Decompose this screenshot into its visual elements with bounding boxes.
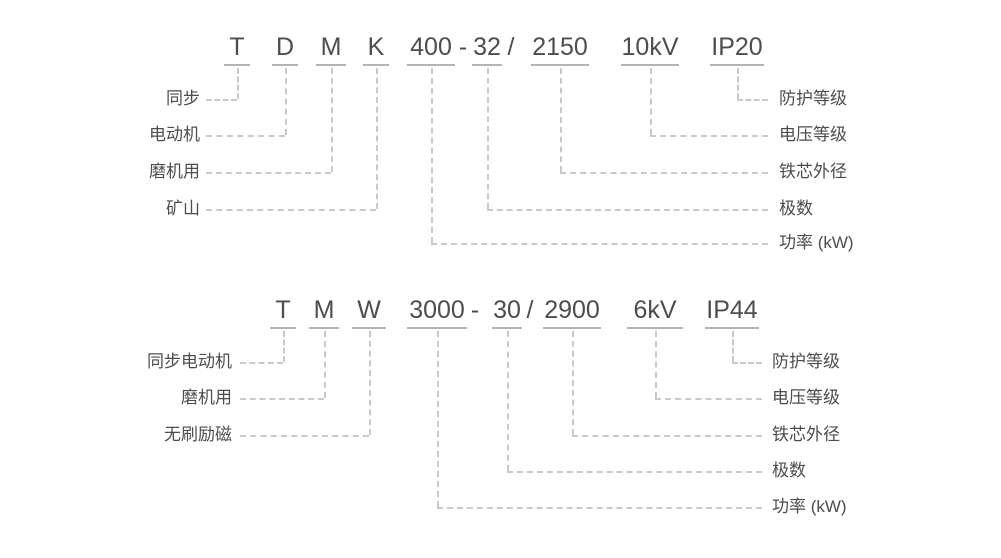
code-token-hyphen: - xyxy=(470,296,480,324)
connector-h-synchronous-motor xyxy=(240,362,283,364)
code-token-T: T xyxy=(229,33,245,61)
label-power-kw: 功率 (kW) xyxy=(779,233,854,252)
connector-h-motor xyxy=(206,135,285,137)
underline-voltage xyxy=(627,327,683,329)
connector-h-mill-use xyxy=(206,172,331,174)
label-pole-count: 极数 xyxy=(772,461,806,480)
underline-power xyxy=(407,327,467,329)
underline-D xyxy=(272,64,298,66)
connector-h-brushless-excitation xyxy=(240,435,369,437)
underline-W xyxy=(352,327,386,329)
connector-v-K xyxy=(376,68,378,209)
label-power-kw: 功率 (kW) xyxy=(772,497,847,516)
code-token-ip: IP44 xyxy=(706,296,758,324)
connector-h-power-kw xyxy=(431,243,768,245)
connector-v-W xyxy=(369,331,371,435)
code-token-power: 400 xyxy=(410,33,452,61)
code-token-K: K xyxy=(367,33,385,61)
connector-h-protection-class xyxy=(737,99,768,101)
code-token-D: D xyxy=(275,33,295,61)
connector-h-synchronous xyxy=(206,99,237,101)
connector-h-protection-class xyxy=(732,362,762,364)
underline-ip xyxy=(705,327,759,329)
connector-h-voltage-class xyxy=(650,135,768,137)
connector-h-voltage-class xyxy=(655,398,762,400)
label-voltage-class: 电压等级 xyxy=(779,125,847,144)
underline-power xyxy=(407,64,455,66)
code-token-core-diameter: 2900 xyxy=(544,296,600,324)
code-token-voltage: 10kV xyxy=(621,33,679,61)
label-pole-count: 极数 xyxy=(779,199,813,218)
code-token-M: M xyxy=(320,33,342,61)
underline-T xyxy=(270,327,296,329)
label-protection-class: 防护等级 xyxy=(772,352,840,371)
connector-h-mill-use xyxy=(240,398,324,400)
connector-v-ip xyxy=(732,331,734,362)
underline-M xyxy=(316,64,346,66)
connector-v-M xyxy=(324,331,326,398)
code-token-poles: 30 xyxy=(493,296,521,324)
label-mine: 矿山 xyxy=(166,199,200,218)
code-token-hyphen: - xyxy=(458,33,468,61)
label-core-diameter: 铁芯外径 xyxy=(779,162,847,181)
code-token-M: M xyxy=(313,296,335,324)
label-motor: 电动机 xyxy=(149,125,200,144)
underline-core-diameter xyxy=(531,64,589,66)
connector-v-voltage xyxy=(655,331,657,398)
underline-voltage xyxy=(621,64,679,66)
label-mill-use: 磨机用 xyxy=(181,388,232,407)
connector-v-poles xyxy=(487,68,489,209)
underline-poles xyxy=(492,327,522,329)
connector-h-core-diameter xyxy=(560,172,768,174)
label-voltage-class: 电压等级 xyxy=(772,388,840,407)
connector-h-core-diameter xyxy=(572,435,762,437)
code-token-ip: IP20 xyxy=(711,33,763,61)
code-token-T: T xyxy=(275,296,291,324)
underline-ip xyxy=(710,64,764,66)
connector-v-power xyxy=(431,68,433,243)
code-token-voltage: 6kV xyxy=(633,296,677,324)
connector-h-power-kw xyxy=(437,507,762,509)
label-synchronous: 同步 xyxy=(166,89,200,108)
connector-v-core-diameter xyxy=(560,68,562,172)
connector-h-mine xyxy=(206,209,376,211)
connector-v-voltage xyxy=(650,68,652,135)
connector-h-pole-count xyxy=(507,471,762,473)
underline-K xyxy=(363,64,389,66)
label-core-diameter: 铁芯外径 xyxy=(772,425,840,444)
connector-v-M xyxy=(331,68,333,172)
label-mill-use: 磨机用 xyxy=(149,162,200,181)
code-token-slash: / xyxy=(507,33,515,61)
code-token-core-diameter: 2150 xyxy=(532,33,588,61)
underline-T xyxy=(224,64,250,66)
code-token-poles: 32 xyxy=(473,33,501,61)
code-token-slash: / xyxy=(526,296,534,324)
connector-v-core-diameter xyxy=(572,331,574,435)
connector-v-T xyxy=(283,331,285,362)
label-synchronous-motor: 同步电动机 xyxy=(147,352,232,371)
connector-v-T xyxy=(237,68,239,99)
label-protection-class: 防护等级 xyxy=(779,89,847,108)
connector-v-ip xyxy=(737,68,739,99)
code-token-power: 3000 xyxy=(409,296,465,324)
code-token-W: W xyxy=(357,296,381,324)
underline-poles xyxy=(472,64,502,66)
label-brushless-excitation: 无刷励磁 xyxy=(164,425,232,444)
underline-core-diameter xyxy=(543,327,601,329)
connector-v-power xyxy=(437,331,439,507)
connector-h-pole-count xyxy=(487,209,768,211)
connector-v-poles xyxy=(507,331,509,471)
underline-M xyxy=(309,327,339,329)
connector-v-D xyxy=(285,68,287,135)
